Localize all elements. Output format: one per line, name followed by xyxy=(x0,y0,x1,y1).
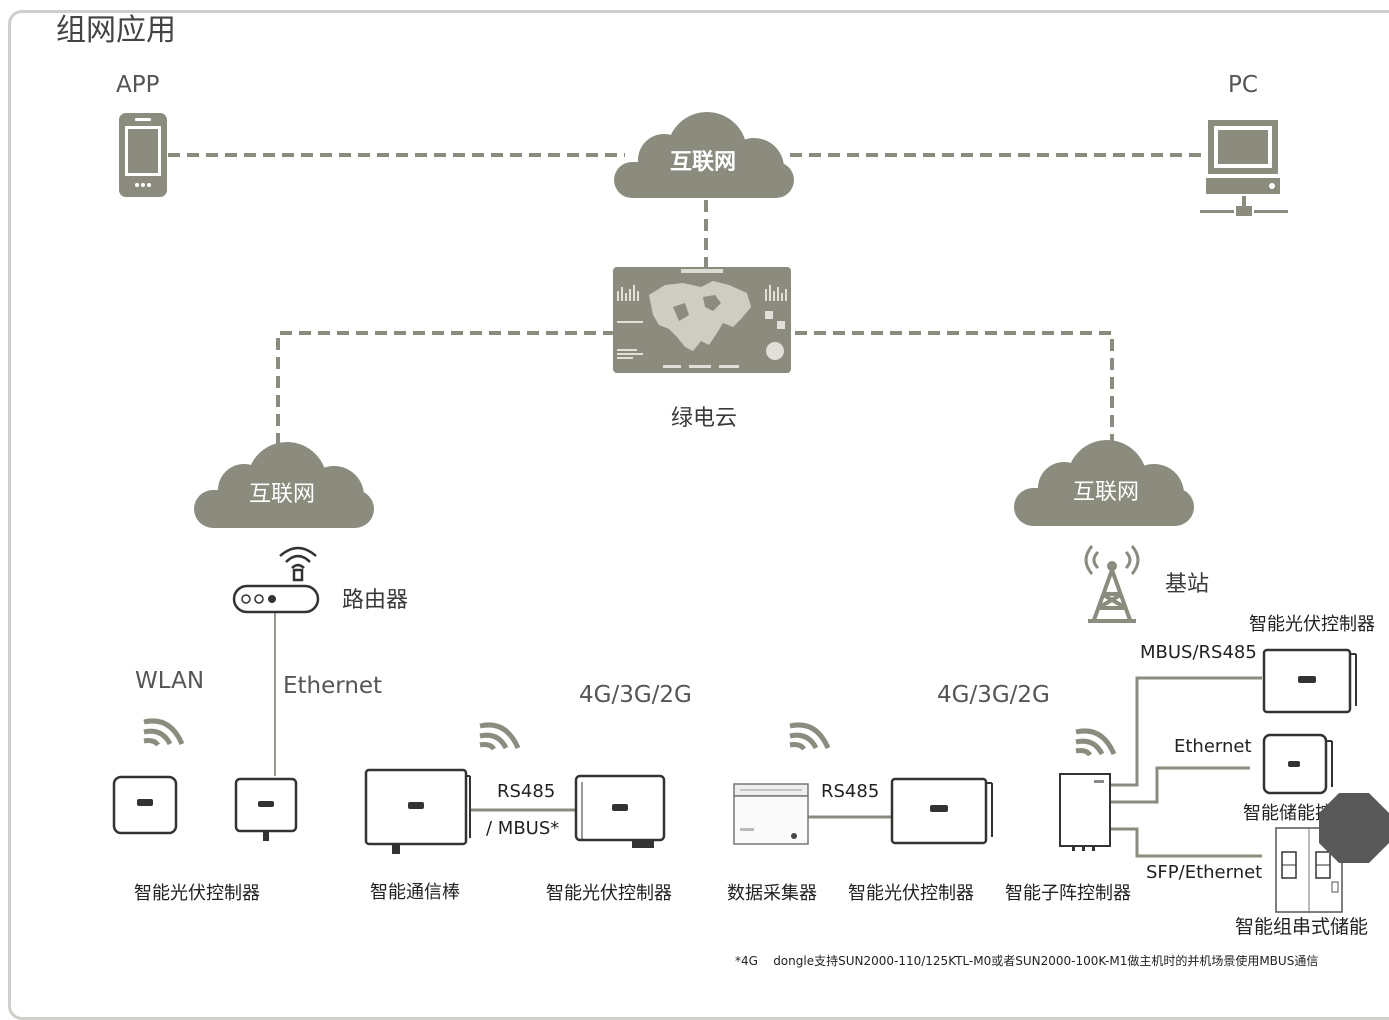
left-internet-cloud-icon xyxy=(194,442,374,528)
sfp-ethernet-line xyxy=(1110,827,1262,858)
pv-controller-ethernet-icon xyxy=(234,777,298,841)
pv-controller-with-dongle-icon xyxy=(364,768,471,854)
data-collector-icon xyxy=(733,783,809,845)
wlan-label: WLAN xyxy=(135,668,205,694)
cloud-right-link xyxy=(795,331,1114,445)
mbus-rs485-label: MBUS/RS485 xyxy=(1140,642,1257,663)
cloud-platform-label: 绿电云 xyxy=(671,406,738,431)
footnote: *4G dongle支持SUN2000-110/125KTL-M0或者SUN20… xyxy=(735,954,1319,968)
left-internet-cloud-label: 互联网 xyxy=(249,482,316,507)
app-label: APP xyxy=(116,72,160,98)
storage-controller-label: 智能储能控 xyxy=(1243,803,1333,824)
subarray-controller-icon xyxy=(1059,773,1111,851)
ethernet-right-label: Ethernet xyxy=(1174,736,1252,757)
pv-controller-group2-label: 智能光伏控制器 xyxy=(546,883,672,904)
internet-cloud-label: 互联网 xyxy=(670,150,737,175)
smart-dongle-label: 智能通信棒 xyxy=(370,882,460,903)
base-station-label: 基站 xyxy=(1165,572,1210,597)
wireless-signal-icon xyxy=(1075,728,1117,757)
ethernet-line xyxy=(1110,766,1250,804)
pv-controller-rs485-icon xyxy=(574,774,666,848)
ethernet-left-label: Ethernet xyxy=(283,673,383,699)
pv-controller-group3-label: 智能光伏控制器 xyxy=(848,883,974,904)
cloud-platform-dashboard-icon xyxy=(613,267,791,373)
pv-controller-collector-icon xyxy=(890,777,993,845)
smartphone-icon xyxy=(119,113,167,197)
internet-cloud-icon xyxy=(614,112,794,198)
router-icon xyxy=(232,584,320,614)
base-station-tower-icon xyxy=(1084,545,1140,623)
pv-controller-group1-label: 智能光伏控制器 xyxy=(134,883,260,904)
pv-controller-right-icon xyxy=(1262,648,1357,714)
right-internet-cloud-icon xyxy=(1014,440,1194,526)
data-collector-label: 数据采集器 xyxy=(727,883,817,904)
cellular-label-1: 4G/3G/2G xyxy=(579,682,692,708)
router-wifi-icon xyxy=(279,546,317,582)
pc-label: PC xyxy=(1228,72,1258,98)
rs485-label-1: RS485 xyxy=(497,781,556,802)
sfp-ethernet-label: SFP/Ethernet xyxy=(1146,862,1263,883)
mbus-rs485-line xyxy=(1110,676,1262,787)
cellular-label-2: 4G/3G/2G xyxy=(937,682,1050,708)
mbus-label-1: / MBUS* xyxy=(486,818,560,839)
subarray-controller-label: 智能子阵控制器 xyxy=(1005,883,1131,904)
right-internet-cloud-label: 互联网 xyxy=(1073,480,1140,505)
storage-controller-icon xyxy=(1262,733,1333,795)
cloud-left-link xyxy=(276,331,615,465)
pv-controller-wlan-icon xyxy=(112,775,178,835)
string-storage-label: 智能组串式储能 xyxy=(1235,916,1369,938)
floating-octagon-button-icon[interactable] xyxy=(1318,792,1389,864)
wireless-signal-icon xyxy=(143,718,185,747)
desktop-pc-icon xyxy=(1200,120,1288,216)
page-title: 组网应用 xyxy=(56,13,176,48)
pv-controller-right-label: 智能光伏控制器 xyxy=(1249,614,1375,635)
wireless-signal-icon xyxy=(789,722,831,751)
router-label: 路由器 xyxy=(342,588,409,613)
wireless-signal-icon xyxy=(479,722,521,751)
rs485-label-2: RS485 xyxy=(821,781,880,802)
